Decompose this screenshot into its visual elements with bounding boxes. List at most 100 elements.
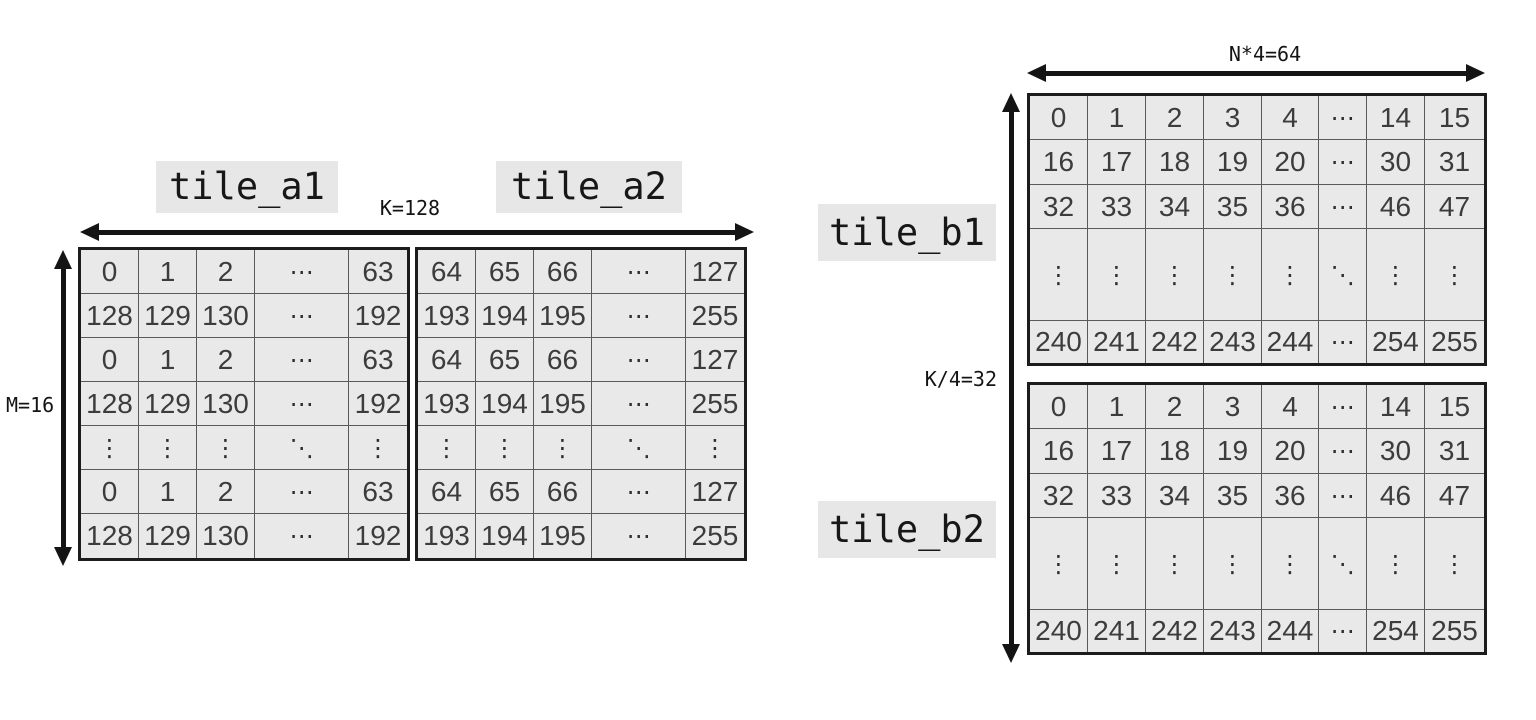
matrix-cell: ⋮ [418, 426, 476, 470]
matrix-cell: 1 [1088, 385, 1146, 429]
matrix-cell: ⋯ [592, 382, 686, 426]
matrix-cell: 18 [1146, 429, 1204, 474]
matrix-cell: 30 [1367, 140, 1425, 185]
matrix-cell: 254 [1367, 321, 1425, 363]
matrix-cell: 4 [1262, 385, 1319, 429]
matrix-cell: 63 [349, 250, 407, 294]
matrix-cell: 129 [139, 382, 197, 426]
tile-a1-label: tile_a1 [156, 161, 338, 213]
matrix-cell: ⋮ [1146, 229, 1204, 321]
matrix-cell: ⋯ [1319, 321, 1367, 363]
matrix-cell: 46 [1367, 185, 1425, 229]
matrix-cell: ⋯ [592, 294, 686, 338]
matrix-cell: 1 [139, 338, 197, 382]
matrix-cell: 240 [1030, 610, 1088, 652]
matrix-cell: 194 [476, 294, 534, 338]
matrix-cell: 16 [1030, 140, 1088, 185]
matrix-cell: ⋯ [1319, 610, 1367, 652]
k-dimension-label: K=128 [379, 196, 441, 220]
matrix-cell: 32 [1030, 474, 1088, 518]
matrix-cell: ⋯ [592, 250, 686, 294]
matrix-cell: 255 [686, 294, 744, 338]
matrix-cell: 65 [476, 250, 534, 294]
matrix-cell: ⋮ [81, 426, 139, 470]
matrix-cell: 129 [139, 514, 197, 558]
matrix-cell: 31 [1425, 429, 1484, 474]
matrix-cell: 2 [197, 250, 255, 294]
matrix-cell: ⋮ [476, 426, 534, 470]
matrix-cell: 64 [418, 250, 476, 294]
matrix-cell: ⋱ [1319, 518, 1367, 610]
matrix-cell: 20 [1262, 429, 1319, 474]
matrix-cell: 15 [1425, 96, 1484, 140]
matrix-cell: 34 [1146, 185, 1204, 229]
matrix-cell: ⋮ [1425, 229, 1484, 321]
matrix-cell: 14 [1367, 96, 1425, 140]
matrix-cell: ⋮ [534, 426, 592, 470]
matrix-cell: ⋯ [255, 294, 349, 338]
matrix-cell: ⋮ [1262, 518, 1319, 610]
matrix-cell: ⋯ [592, 470, 686, 514]
matrix-cell: ⋮ [1088, 518, 1146, 610]
matrix-cell: ⋯ [1319, 385, 1367, 429]
matrix-cell: 65 [476, 338, 534, 382]
matrix-cell: 0 [81, 338, 139, 382]
matrix-cell: 129 [139, 294, 197, 338]
matrix-cell: 243 [1204, 321, 1262, 363]
matrix-cell: ⋱ [592, 426, 686, 470]
matrix-cell: 130 [197, 382, 255, 426]
matrix-cell: 19 [1204, 140, 1262, 185]
matrix-cell: 254 [1367, 610, 1425, 652]
matrix-cell: 2 [197, 470, 255, 514]
matrix-cell: 36 [1262, 474, 1319, 518]
matrix-cell: 128 [81, 294, 139, 338]
m-dimension-label: M=16 [6, 393, 55, 417]
matrix-cell: 18 [1146, 140, 1204, 185]
matrix-cell: 0 [81, 250, 139, 294]
matrix-cell: 1 [139, 250, 197, 294]
matrix-cell: 14 [1367, 385, 1425, 429]
matrix-cell: 255 [1425, 610, 1484, 652]
matrix-cell: ⋯ [1319, 140, 1367, 185]
tile-b1-label: tile_b1 [818, 204, 996, 261]
matrix-cell: 33 [1088, 474, 1146, 518]
matrix-cell: 63 [349, 338, 407, 382]
matrix-cell: 47 [1425, 474, 1484, 518]
matrix-cell: 36 [1262, 185, 1319, 229]
matrix-cell: ⋯ [1319, 96, 1367, 140]
matrix-cell: 242 [1146, 610, 1204, 652]
matrix-cell: 32 [1030, 185, 1088, 229]
matrix-cell: 241 [1088, 321, 1146, 363]
matrix-cell: ⋮ [1367, 229, 1425, 321]
matrix-cell: 0 [1030, 96, 1088, 140]
matrix-cell: ⋯ [592, 514, 686, 558]
matrix-cell: 17 [1088, 429, 1146, 474]
matrix-cell: ⋯ [255, 470, 349, 514]
k-extent-arrow [80, 223, 754, 241]
matrix-cell: 127 [686, 338, 744, 382]
matrix-cell: 194 [476, 514, 534, 558]
matrix-cell: 193 [418, 514, 476, 558]
matrix-cell: 16 [1030, 429, 1088, 474]
matrix-cell: 0 [81, 470, 139, 514]
matrix-cell: ⋮ [1367, 518, 1425, 610]
matrix-cell: 0 [1030, 385, 1088, 429]
matrix-cell: 65 [476, 470, 534, 514]
matrix-cell: ⋯ [592, 338, 686, 382]
matrix-cell: ⋮ [686, 426, 744, 470]
matrix-cell: ⋮ [1204, 518, 1262, 610]
matrix-cell: 20 [1262, 140, 1319, 185]
matrix-cell: 255 [1425, 321, 1484, 363]
matrix-cell: ⋯ [255, 250, 349, 294]
matrix-cell: 243 [1204, 610, 1262, 652]
matrix-cell: 64 [418, 338, 476, 382]
matrix-cell: 194 [476, 382, 534, 426]
tile-b2-label: tile_b2 [818, 501, 996, 558]
matrix-cell: 66 [534, 250, 592, 294]
matrix-cell: 241 [1088, 610, 1146, 652]
matrix-cell: 66 [534, 470, 592, 514]
